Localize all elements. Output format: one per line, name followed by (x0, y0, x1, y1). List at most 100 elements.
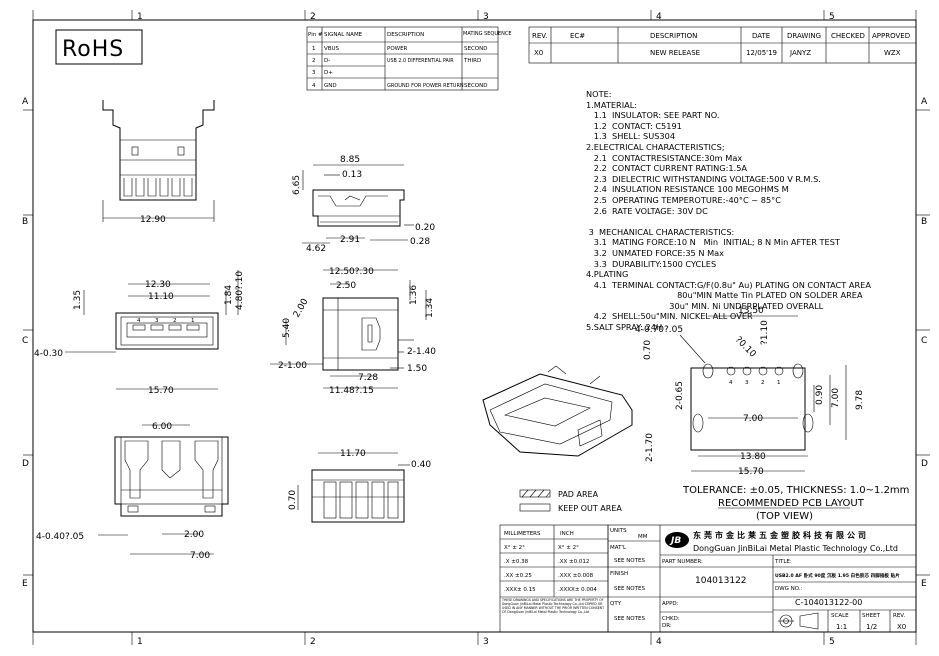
dim-2-50: 2.50 (336, 281, 356, 291)
dim-7-28: 7.28 (358, 373, 378, 383)
notes-block: NOTE:1.MATERIAL: 1.1 INSULATOR: SEE PART… (586, 89, 926, 333)
row-label-b: B (22, 217, 28, 227)
svg-text:1: 1 (191, 318, 195, 324)
pcb-dim-15-70: 15.70 (738, 467, 764, 477)
col-label-1-bottom: 1 (137, 637, 143, 647)
dim-4-80: 4.80?.10 (235, 271, 245, 310)
pin-4: 4 (312, 83, 316, 89)
rohs-box (55, 29, 143, 65)
pin-4-mating: SECOND (464, 83, 488, 89)
view-isometric (482, 365, 633, 457)
tb-chkd: CHKD: (662, 616, 680, 622)
tb-part-number-label: PART NUMBER: (662, 559, 703, 565)
pcb-pin-2: 2 (761, 380, 765, 386)
dim-0-28: 0.28 (410, 237, 430, 247)
company-name-en: DongGuan JinBiLai Metal Plastic Technolo… (693, 544, 898, 553)
col-label-1: 1 (137, 12, 143, 22)
note-line: 2.1 CONTACTRESISTANCE:30m Max (586, 152, 743, 163)
tb-title: USB2.0 AF 卧式 90度 沉板 1.95 白色胶芯 四脚插板 贴片 (775, 572, 900, 579)
border-row-labels: A B C D E A B C D E (22, 97, 930, 589)
company-name-cn: 东莞市金比莱五金塑胶科技有限公司 (693, 530, 869, 540)
dim-5-40: 5.40 (282, 318, 292, 338)
note-line: 2.ELECTRICAL CHARACTERISTICS; (586, 141, 725, 152)
pcb-view-label: (TOP VIEW) (756, 511, 813, 522)
note-line: 1.2 CONTACT: C5191 (586, 120, 682, 131)
tb-rev-label: REV. (893, 613, 905, 619)
pcb-layout-title: RECOMMENDED PCB LAYOUT (718, 498, 865, 509)
col-label-5: 5 (829, 12, 835, 22)
pcb-dim-0-90: 0.90 (815, 385, 825, 405)
dim-11-70: 11.70 (340, 449, 366, 459)
tol-r3-inch: .XXX ±0.008 (558, 573, 594, 579)
pcb-tolerance: TOLERANCE: ±0.05, THICKNESS: 1.0~1.2mm (682, 485, 909, 496)
pcb-dim-9-78: 9.78 (855, 390, 865, 410)
tb-scale-label: SCALE (831, 613, 849, 619)
dim-6-00: 6.00 (152, 422, 172, 432)
rev-header-date: DATE (752, 32, 770, 40)
note-line (586, 216, 926, 227)
dim-2-91: 2.91 (340, 235, 360, 245)
rohs-label: RoHS (62, 37, 124, 62)
view-rear: 11.70 0.40 0.70 (288, 449, 431, 523)
dim-7-00-bottom: 7.00 (190, 551, 210, 561)
dim-0-70: 0.70 (288, 490, 298, 510)
dim-4-0-40: 4-0.40?.05 (36, 532, 84, 542)
col-label-3-bottom: 3 (483, 637, 489, 647)
rev-approved: WZX (884, 49, 901, 57)
pin-1: 1 (312, 46, 316, 52)
revision-table: REV. EC# DESCRIPTION DATE DRAWING CHECKE… (528, 26, 917, 64)
title-block: UNITS MM MAT'L SEE NOTES FINISH SEE NOTE… (607, 524, 917, 633)
dim-0-13: 0.13 (342, 170, 362, 180)
note-line: 4.PLATING (586, 269, 629, 280)
legend-pad-area: PAD AREA (558, 490, 599, 499)
col-label-4-bottom: 4 (656, 637, 662, 647)
dim-12-90: 12.90 (140, 215, 166, 225)
rev-drawing: JANYZ (789, 49, 811, 57)
dim-12-30: 12.30 (145, 280, 171, 290)
dim-1-50: 1.50 (407, 364, 427, 374)
tb-part-number: 104013122 (695, 576, 747, 586)
pcb-pin-1: 1 (777, 380, 781, 386)
col-label-2-bottom: 2 (310, 637, 316, 647)
pcb-layout: 4 3 2 1 13.50 4-0.70?.05 0.70 ?1.10 ?0.1… (635, 306, 909, 522)
tb-rev: X0 (897, 623, 906, 631)
pin-table: Pin # SIGNAL NAME DESCRIPTION MATING SEQ… (306, 26, 512, 91)
pcb-dim-1-10: ?1.10 (760, 320, 770, 345)
pin-4-signal: GND (324, 83, 337, 89)
tol-r2-mm: .X ±0.38 (504, 559, 529, 565)
pin-2-desc: USB 2.0 DIFFERENTIAL PAIR (387, 58, 454, 64)
svg-text:3: 3 (155, 318, 159, 324)
svg-text:JB: JB (669, 536, 681, 546)
row-label-d-right: D (921, 459, 928, 469)
dim-0-40: 0.40 (411, 460, 431, 470)
dim-2-1-00: 2-1.00 (278, 361, 307, 371)
tb-sheet-label: SHEET (862, 613, 881, 619)
pin-1-desc: POWER (387, 46, 408, 52)
note-line: 3.2 UNMATED FORCE:35 N Max (586, 247, 725, 258)
pcb-dim-0-70: 0.70 (643, 340, 653, 360)
row-label-a: A (22, 97, 29, 107)
tb-title-label: TITLE: (774, 559, 792, 565)
tb-matl-label: MAT'L (610, 545, 627, 551)
dim-2-00: 2.00 (184, 530, 204, 540)
pcb-dim-4-0-70: 4-0.70?.05 (635, 325, 683, 335)
tb-appd: APPD: (662, 601, 679, 607)
note-line: 1.MATERIAL: (586, 99, 638, 110)
dim-12-50: 12.50?.30 (329, 267, 374, 277)
note-line: 80u"MIN Matte Tin PLATED ON SOLDER AREA (586, 290, 863, 301)
rev-date: 12/05'19 (746, 49, 777, 57)
pin-2-mating: THIRD (463, 58, 481, 64)
rev-header-desc: DESCRIPTION (650, 32, 697, 40)
row-label-e-right: E (921, 579, 927, 589)
tol-legal-text: THESE DRAWINGS AND SPECIFICATIONS ARE TH… (502, 598, 605, 614)
tol-r3-mm: .XX ±0.25 (504, 573, 532, 579)
rev-header-ec: EC# (570, 32, 585, 40)
pcb-dim-2-1-70: 2-1.70 (645, 433, 655, 462)
note-line: 2.5 OPERATING TEMPEROTURE:-40°C ~ 85°C (586, 194, 781, 205)
pin-table-header-signal: SIGNAL NAME (324, 32, 363, 38)
pad-area-swatch (519, 489, 551, 498)
company-logo (665, 532, 689, 548)
border-column-labels: 1 2 3 4 5 1 2 3 4 5 (137, 12, 835, 647)
dim-11-10: 11.10 (148, 292, 174, 302)
